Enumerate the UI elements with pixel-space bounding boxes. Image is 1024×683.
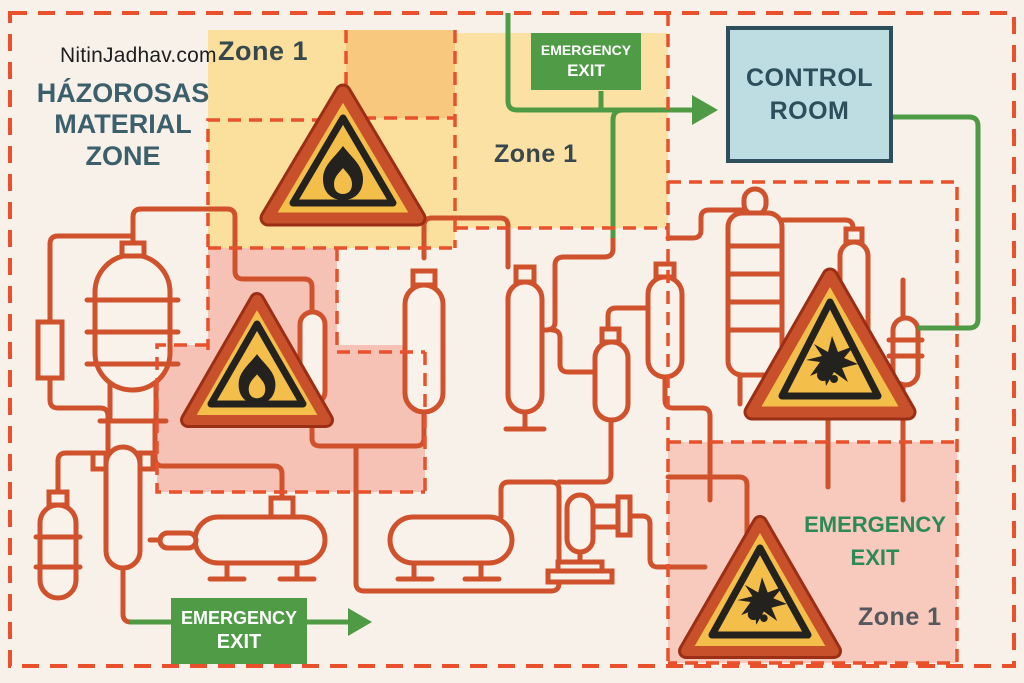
outer-border (8, 11, 1016, 668)
page-title: HÁZOROSAS MATERIAL ZONE (28, 78, 218, 172)
emergency-exit-badge-bottom: EMERGENCY EXIT (171, 598, 307, 664)
emergency-exit-badge-top: EMERGENCY EXIT (531, 33, 641, 90)
title-line: HÁZOROSAS (36, 78, 210, 108)
route-arrowheads (348, 95, 718, 636)
control-room-line: CONTROL (745, 64, 874, 92)
arrow-exit-bottom-icon (348, 608, 372, 636)
exit-line: EMERGENCY (804, 512, 946, 537)
watermark: NitinJadhav.com (60, 44, 217, 67)
arrow-to-control-room-icon (692, 95, 718, 125)
flammable-warning-icon (180, 292, 334, 428)
zone-label-bottom-right: Zone 1 (858, 603, 942, 631)
badge-line: EMERGENCY (540, 42, 632, 59)
exit-line: EXIT (850, 545, 900, 570)
zone-label-top-left: Zone 1 (218, 36, 309, 66)
explosive-warning-icon (743, 267, 917, 421)
badge-line: EMERGENCY (180, 608, 297, 629)
emergency-exit-label-right: EMERGENCY EXIT (788, 508, 962, 574)
explosive-warning-icon (678, 515, 842, 659)
zone-borders (8, 11, 1016, 668)
process-vessels (33, 186, 925, 601)
title-line: MATERIAL (54, 109, 192, 140)
title-line: ZONE (85, 140, 161, 171)
badge-line: EXIT (216, 630, 262, 653)
control-room-box: CONTROL ROOM (726, 26, 893, 163)
control-room-line: ROOM (769, 96, 850, 125)
zone-label-top-right: Zone 1 (494, 140, 578, 168)
flammable-warning-icon (259, 83, 427, 227)
badge-line: EXIT (567, 60, 605, 80)
evacuation-routes (130, 13, 981, 625)
